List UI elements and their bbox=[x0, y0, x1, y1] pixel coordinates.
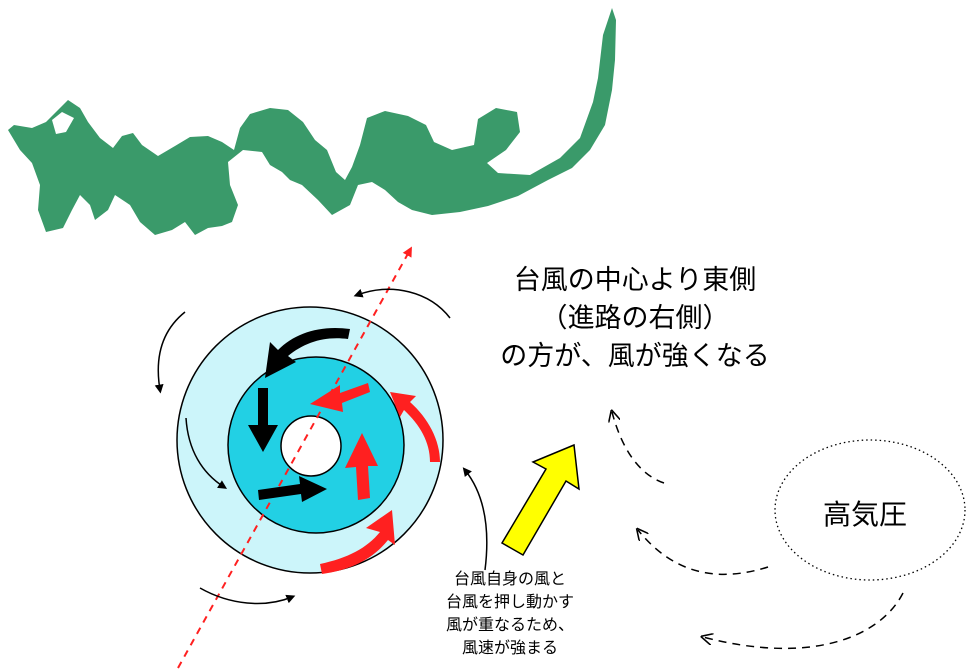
strong-arrow-curved-right bbox=[390, 392, 440, 462]
wind-arrow-right bbox=[258, 476, 327, 502]
storm-track-line bbox=[177, 246, 412, 669]
circulation-arrow-right bbox=[462, 467, 488, 571]
steering-flow-arrow bbox=[500, 443, 580, 557]
circulation-arrow-bottom bbox=[199, 587, 296, 605]
airflow-arrow-top bbox=[612, 412, 665, 484]
strong-arrow-left bbox=[310, 383, 370, 412]
typhoon-wind-arrows bbox=[248, 327, 350, 502]
main-message: 台風の中心より東側 （進路の右側） の方が、風が強くなる bbox=[470, 262, 800, 376]
strong-arrow-curved-bottom bbox=[320, 510, 395, 574]
wind-note-line-2: 台風を押し動かす bbox=[445, 592, 574, 611]
circulation-arrow-top bbox=[353, 288, 451, 319]
high-pressure-label: 高気圧 bbox=[822, 498, 907, 531]
airflow-arrow-middle bbox=[638, 530, 769, 576]
wind-arrow-top-curved bbox=[265, 327, 350, 378]
circulation-arrow-left bbox=[185, 417, 228, 489]
strong-arrow-up bbox=[345, 433, 378, 500]
land-mass bbox=[8, 8, 616, 235]
wind-note-line-4: 風速が強まる bbox=[461, 638, 558, 657]
main-message-line-2: （進路の右側） bbox=[540, 303, 730, 334]
circulation-arrow-upper-left bbox=[154, 311, 186, 394]
wind-note-line-3: 風が重なるため、 bbox=[445, 615, 574, 634]
strong-wind-arrows bbox=[310, 383, 440, 574]
main-message-line-3: の方が、風が強くなる bbox=[500, 341, 770, 372]
land-notch bbox=[52, 112, 74, 134]
wind-arrow-down bbox=[248, 388, 278, 452]
main-message-line-1: 台風の中心より東側 bbox=[513, 265, 757, 296]
high-pressure-area bbox=[774, 439, 966, 581]
wind-note-line-1: 台風自身の風と bbox=[453, 569, 566, 588]
airflow-arrow-bottom bbox=[703, 592, 904, 650]
typhoon-eye bbox=[280, 415, 342, 477]
wind-note: 台風自身の風と 台風を押し動かす 風が重なるため、 風速が強まる bbox=[410, 567, 610, 659]
